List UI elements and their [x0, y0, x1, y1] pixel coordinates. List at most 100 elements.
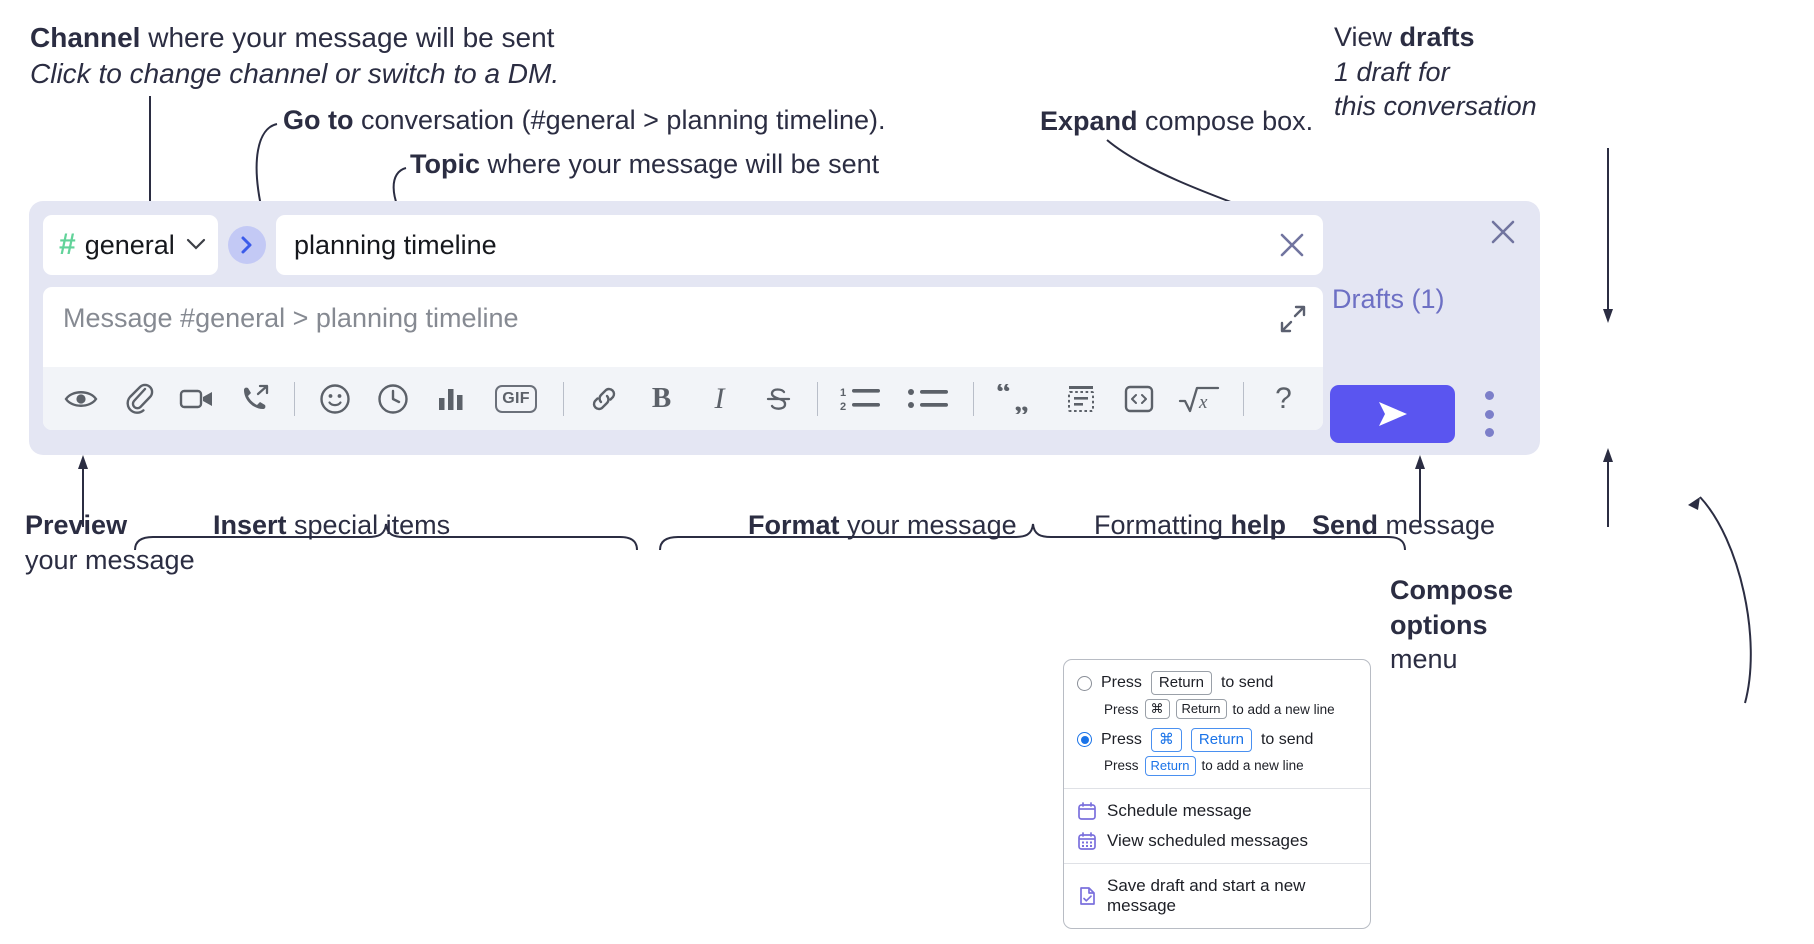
annotation-insert-bold: Insert — [213, 510, 287, 540]
bulleted-list-icon[interactable] — [903, 377, 955, 420]
menu-item-view-scheduled[interactable]: View scheduled messages — [1064, 826, 1370, 856]
arrowhead-drafts — [1603, 309, 1613, 323]
drafts-link[interactable]: Drafts (1) — [1332, 284, 1445, 314]
attachment-paperclip-icon[interactable] — [117, 377, 160, 420]
annotation-format-rest: your message — [839, 510, 1017, 540]
svg-text:„: „ — [1014, 385, 1029, 414]
italic-letter: I — [714, 381, 725, 415]
italic-icon[interactable]: I — [698, 377, 741, 420]
math-icon[interactable]: x — [1175, 377, 1225, 420]
message-compose-box: Message #general > planning timeline — [43, 287, 1323, 430]
menu-item-schedule-message[interactable]: Schedule message — [1064, 796, 1370, 826]
topic-input[interactable]: planning timeline — [276, 215, 1323, 275]
menu-item-label: Schedule message — [1107, 800, 1252, 820]
document-check-icon — [1077, 886, 1097, 906]
code-block-icon[interactable] — [1117, 377, 1160, 420]
kebab-dot — [1484, 391, 1494, 400]
annotation-send-rest: message — [1378, 510, 1496, 540]
annotation-channel-italic: Click to change channel or switch to a D… — [30, 57, 560, 89]
inline-code-icon[interactable] — [1059, 377, 1102, 420]
annotation-compose-bold2: options — [1390, 609, 1488, 640]
arrowhead-send — [1603, 448, 1613, 462]
channel-name-label: general — [84, 229, 175, 260]
svg-text:2: 2 — [840, 401, 846, 413]
poll-bar-chart-icon[interactable] — [429, 377, 472, 420]
annotation-send: Send message — [1312, 508, 1495, 543]
key-return: Return — [1190, 727, 1252, 753]
annotation-expand-rest: compose box. — [1137, 106, 1314, 136]
annotation-channel-rest: where your message will be sent — [140, 22, 555, 53]
send-paper-plane-icon — [1378, 402, 1407, 426]
hash-channel-icon: # — [59, 228, 76, 261]
calendar-grid-icon — [1077, 831, 1097, 851]
option-prefix: Press — [1101, 730, 1142, 748]
emoji-smiley-icon[interactable] — [313, 377, 356, 420]
arrowhead-help — [1415, 455, 1425, 469]
gif-icon[interactable]: GIF — [487, 377, 545, 420]
channel-selector[interactable]: # general — [43, 215, 218, 275]
annotation-channel: Channel where your message will be sent … — [30, 20, 559, 92]
link-icon[interactable] — [582, 377, 625, 420]
annotation-compose-bold1: Compose — [1390, 575, 1514, 605]
send-button[interactable] — [1330, 385, 1455, 443]
blockquote-icon[interactable]: “ „ — [992, 377, 1044, 420]
bold-icon[interactable]: B — [640, 377, 683, 420]
compose-card: # general planning timeline — [29, 201, 1540, 455]
menu-item-save-draft[interactable]: Save draft and start a new message — [1064, 871, 1370, 921]
send-option-cmd-return-sub: Press Return to add a new line — [1104, 756, 1357, 776]
gif-label: GIF — [495, 384, 537, 413]
arrowhead-compose-options — [1688, 497, 1700, 510]
toolbar-separator — [563, 381, 564, 416]
formatting-toolbar: GIF B I — [43, 367, 1323, 430]
close-icon[interactable] — [1275, 228, 1309, 262]
radio-button[interactable] — [1077, 675, 1092, 691]
send-option-return[interactable]: Press Return to send — [1077, 671, 1357, 696]
leader-compose-options — [1699, 496, 1752, 704]
video-camera-icon[interactable] — [175, 377, 218, 420]
annotation-compose-rest: menu — [1390, 644, 1458, 675]
compose-options-button[interactable] — [1477, 391, 1501, 437]
menu-divider — [1064, 862, 1370, 864]
annotation-topic: Topic where your message will be sent — [410, 147, 879, 182]
key-return: Return — [1175, 699, 1227, 719]
toolbar-separator — [817, 381, 818, 416]
key-command: ⌘ — [1150, 727, 1182, 753]
message-input[interactable]: Message #general > planning timeline — [43, 287, 1323, 367]
expand-compose-icon[interactable] — [1277, 303, 1309, 335]
sub-prefix: Press — [1104, 758, 1139, 774]
annotation-topic-bold: Topic — [410, 149, 480, 179]
annotation-help-bold: help — [1230, 510, 1287, 540]
goto-conversation-button[interactable] — [228, 226, 266, 264]
clock-schedule-icon[interactable] — [371, 377, 414, 420]
call-phone-icon[interactable] — [233, 377, 276, 420]
annotation-drafts-italic2: this conversation — [1334, 91, 1537, 122]
annotation-preview: Preview your message — [25, 508, 195, 577]
formatting-help-icon[interactable]: ? — [1262, 377, 1305, 420]
strikethrough-icon[interactable] — [756, 377, 799, 420]
key-return: Return — [1144, 756, 1196, 776]
annotation-expand-bold: Expand — [1040, 106, 1138, 136]
sub-prefix: Press — [1104, 701, 1139, 717]
bold-letter: B — [651, 382, 672, 414]
toolbar-separator — [973, 381, 974, 416]
toolbar-separator — [1243, 381, 1244, 416]
annotation-send-bold: Send — [1312, 510, 1379, 540]
annotation-drafts-italic1: 1 draft for — [1334, 56, 1450, 87]
preview-eye-icon[interactable] — [59, 377, 102, 420]
sub-suffix: to add a new line — [1201, 758, 1304, 774]
annotation-format: Format your message — [748, 508, 1017, 543]
annotation-expand: Expand compose box. — [1040, 104, 1313, 139]
radio-button-selected[interactable] — [1077, 732, 1092, 748]
kebab-dot — [1484, 409, 1494, 419]
annotation-goto-bold: Go to — [283, 105, 354, 135]
annotation-drafts-pre: View — [1334, 22, 1400, 52]
topic-value: planning timeline — [294, 229, 497, 260]
svg-text:“: “ — [996, 384, 1011, 409]
close-compose-icon[interactable] — [1488, 217, 1518, 247]
send-option-cmd-return[interactable]: Press ⌘ Return to send — [1077, 727, 1357, 753]
draft-menu-section: Save draft and start a new message — [1064, 864, 1370, 928]
toolbar-separator — [294, 381, 295, 416]
option-suffix: to send — [1220, 674, 1274, 692]
ordered-list-icon[interactable]: 1 2 — [836, 377, 888, 420]
annotation-preview-bold: Preview — [25, 510, 128, 540]
